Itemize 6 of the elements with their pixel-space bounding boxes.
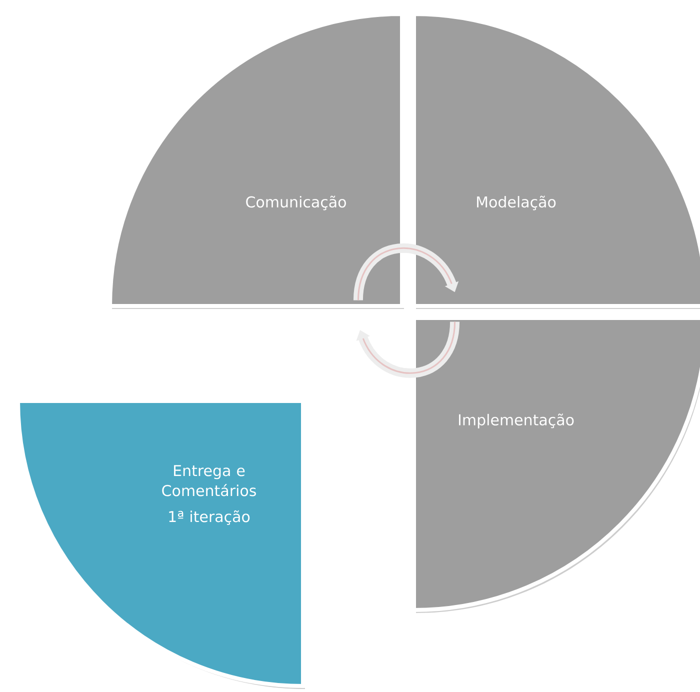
quarter-circle-segment: Implementação [412, 316, 700, 613]
curved-arrow [353, 244, 459, 301]
curved-arrow [356, 321, 460, 378]
quarter-circle-segment: Entrega e Comentários 1ª iteração [16, 399, 305, 689]
quarter-circle-segment: Modelação [412, 12, 700, 309]
quarter-circle-segment: Comunicação [108, 12, 404, 309]
